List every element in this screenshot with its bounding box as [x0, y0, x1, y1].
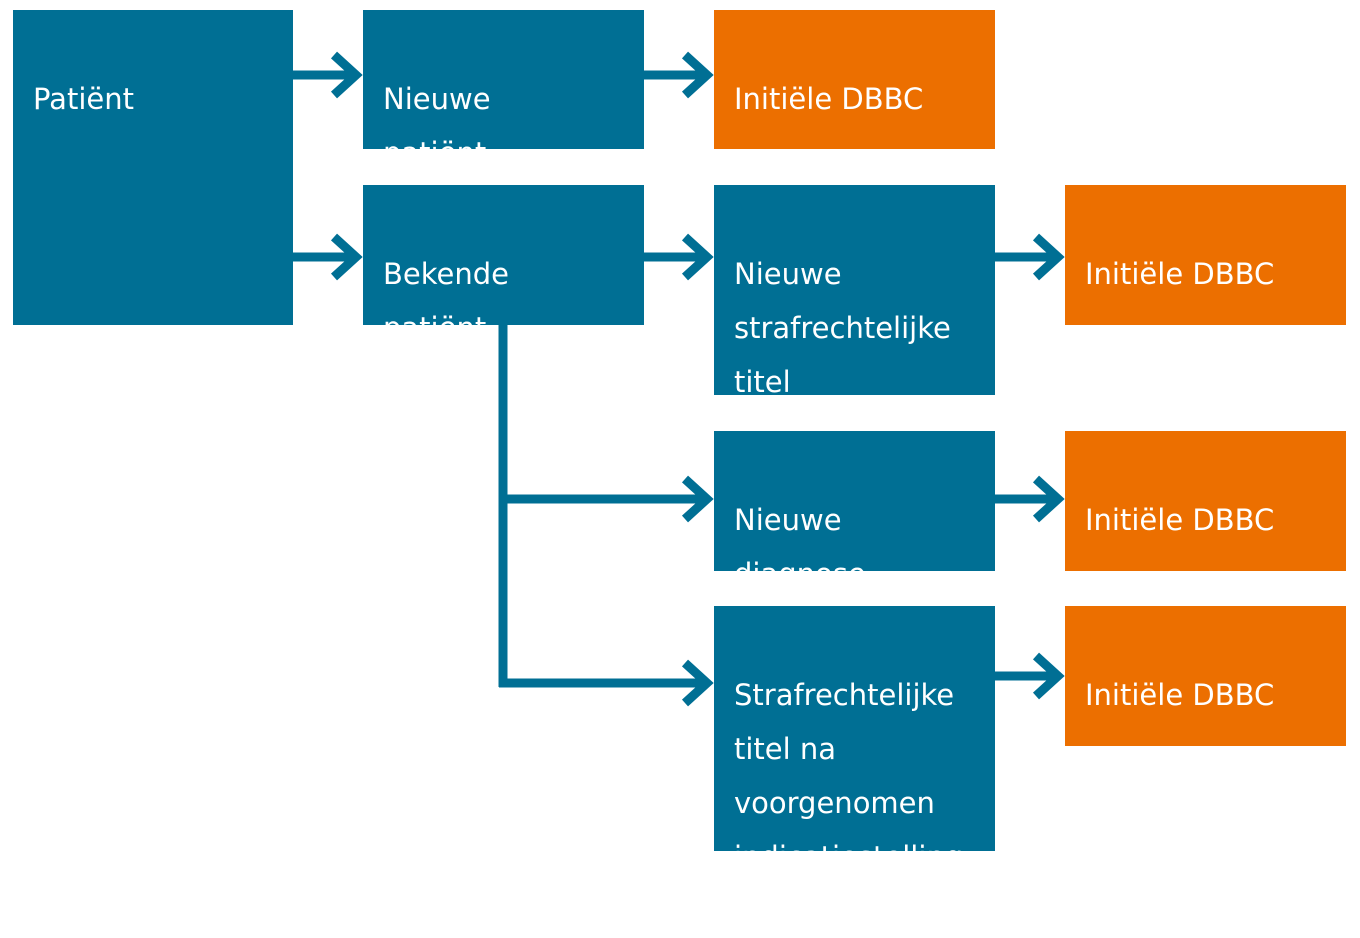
- node-criminal-title-after-indication: Strafrechtelijke titel na voorgenomen in…: [714, 606, 995, 874]
- arrowhead-icon: [330, 51, 363, 99]
- arrowhead-icon: [681, 659, 714, 707]
- node-initial-dbbc: Initiële DBBC: [1065, 431, 1346, 571]
- arrowhead-icon: [681, 475, 714, 523]
- arrowhead-icon: [1032, 475, 1065, 523]
- node-known-patient: Bekende patiënt: [363, 185, 644, 345]
- arrowhead-icon: [1032, 652, 1065, 700]
- arrowhead-icon: [681, 233, 714, 281]
- node-initial-dbbc: Initiële DBBC: [714, 10, 995, 149]
- node-new-criminal-title-label: Nieuwe strafrechtelijke titel: [734, 257, 951, 399]
- node-new-diagnosis: Nieuwe diagnose: [714, 431, 995, 591]
- node-patient: Patiënt: [13, 10, 293, 325]
- connector-layer: [293, 51, 1065, 707]
- arrowhead-icon: [681, 51, 714, 99]
- node-initial-dbbc-label: Initiële DBBC: [1085, 503, 1275, 537]
- flow-diagram: Patiënt Nieuwe patiënt Initiële DBBC Bek…: [13, 10, 1346, 874]
- node-initial-dbbc-label: Initiële DBBC: [1085, 257, 1275, 291]
- arrowhead-icon: [330, 233, 363, 281]
- node-initial-dbbc-label: Initiële DBBC: [734, 82, 924, 116]
- node-initial-dbbc: Initiële DBBC: [1065, 606, 1346, 746]
- node-new-criminal-title: Nieuwe strafrechtelijke titel: [714, 185, 995, 399]
- node-new-patient-label: Nieuwe patiënt: [383, 82, 491, 170]
- node-known-patient-label: Bekende patiënt: [383, 257, 509, 345]
- arrowhead-icon: [1032, 233, 1065, 281]
- node-new-patient: Nieuwe patiënt: [363, 10, 644, 170]
- node-patient-label: Patiënt: [33, 82, 134, 116]
- node-initial-dbbc: Initiële DBBC: [1065, 185, 1346, 325]
- node-criminal-title-after-indication-label: Strafrechtelijke titel na voorgenomen in…: [734, 678, 964, 874]
- node-initial-dbbc-label: Initiële DBBC: [1085, 678, 1275, 712]
- node-new-diagnosis-label: Nieuwe diagnose: [734, 503, 866, 591]
